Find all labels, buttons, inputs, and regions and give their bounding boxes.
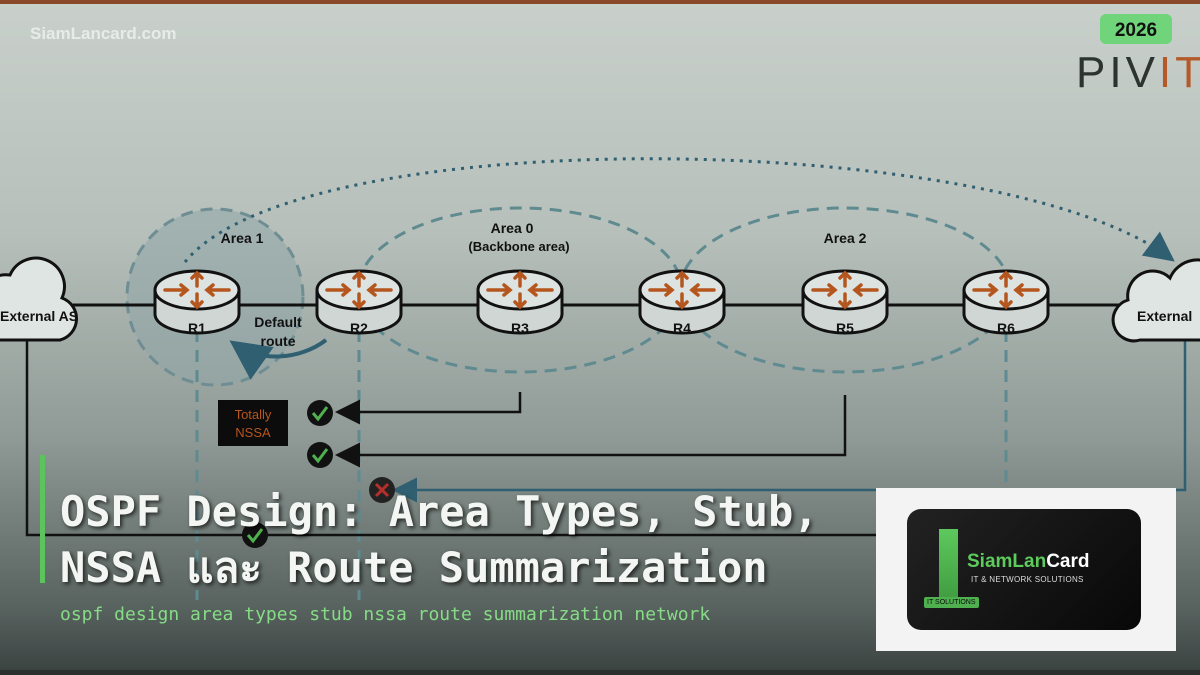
area-1-label: Area 1 [221, 230, 264, 246]
svg-text:NSSA: NSSA [235, 425, 271, 440]
router-r6: R6 [962, 269, 1050, 336]
router-r3: R3 [476, 269, 564, 336]
page-title: OSPF Design: Area Types, Stub, NSSA และ … [60, 487, 819, 592]
watermark: SiamLancard.com [30, 24, 177, 43]
area-0-label: Area 0 [491, 220, 534, 236]
external-route-arc [183, 157, 1175, 263]
router-r1: R1 [153, 269, 241, 336]
svg-text:Totally: Totally [235, 407, 272, 422]
cross-icon [369, 477, 395, 503]
title-accent-bar [40, 455, 45, 583]
svg-text:R5: R5 [836, 320, 854, 336]
router-r5: R5 [801, 269, 889, 336]
backbone-label: (Backbone area) [468, 239, 569, 254]
check-icon [242, 522, 268, 548]
check-icon [307, 400, 333, 426]
svg-text:External AS: External AS [0, 308, 78, 324]
svg-text:R2: R2 [350, 320, 368, 336]
check-icon [307, 442, 333, 468]
svg-text:route: route [261, 333, 296, 349]
area-2-label: Area 2 [824, 230, 867, 246]
pivit-logo: PIVIT [1076, 48, 1200, 97]
default-route-arrow [229, 338, 328, 380]
svg-text:R3: R3 [511, 320, 529, 336]
bottom-border [0, 670, 1200, 675]
year-badge: 2026 [1100, 14, 1172, 44]
totally-nssa-box [218, 400, 288, 446]
top-border [0, 0, 1200, 4]
external-as-cloud-left [0, 256, 79, 342]
svg-text:External: External [1137, 308, 1192, 324]
siamlancard-logo: IT SOLUTIONS SiamLanCard IT & NETWORK SO… [876, 488, 1176, 651]
external-cloud-right [1111, 258, 1200, 343]
router-r4: R4 [638, 269, 726, 336]
svg-text:R4: R4 [673, 320, 691, 336]
svg-text:Default: Default [254, 314, 302, 330]
subtitle: ospf design area types stub nssa route s… [60, 604, 711, 625]
router-r2: R2 [315, 269, 403, 336]
svg-text:R6: R6 [997, 320, 1015, 336]
svg-text:R1: R1 [188, 320, 206, 336]
